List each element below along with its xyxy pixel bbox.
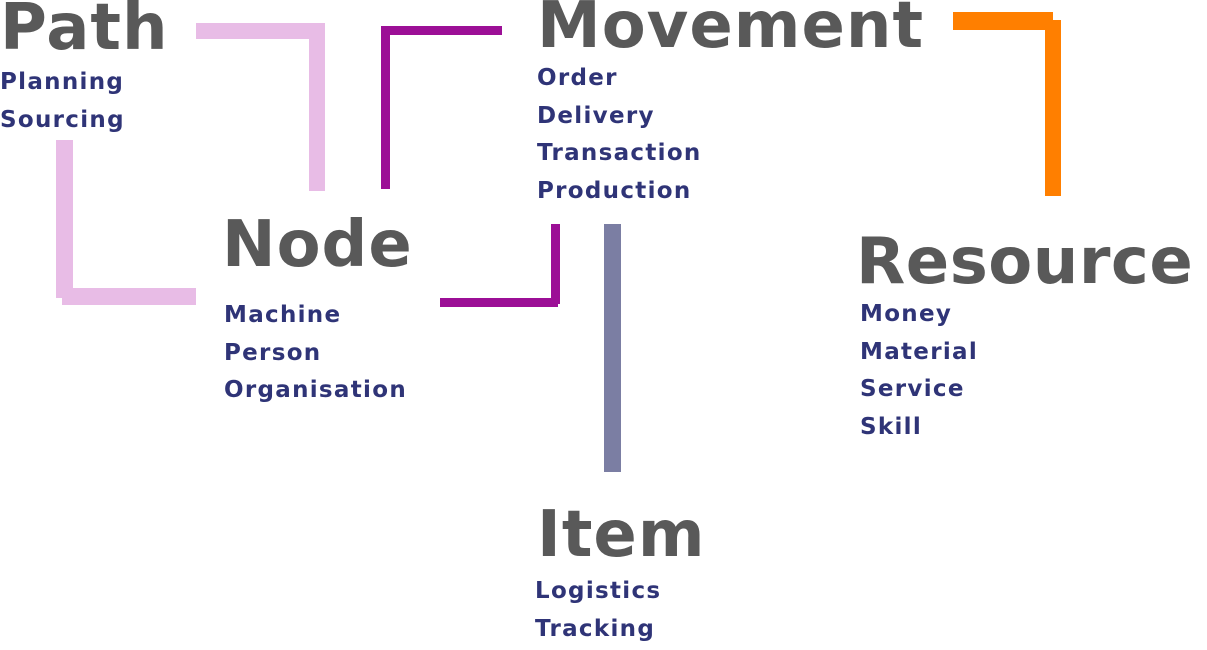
node-item: Order [537,65,618,91]
node-item: Logistics [535,578,662,604]
node-item: Organisation [224,377,408,403]
connector-segment [381,28,390,189]
node-item: Person [224,339,322,366]
node-item: Service [860,376,965,402]
node-path: Path Planning Sourcing [0,0,169,139]
node-item-list: Order Delivery Transaction Production [537,60,924,210]
node-item: Production [537,177,692,204]
node-item: Tracking [535,615,656,642]
node-item: Transaction [537,140,702,166]
connector-segment [440,298,558,307]
node-title: Item [537,498,706,572]
node-item-list: Planning Sourcing [0,64,169,139]
node-item: Sourcing [0,106,125,133]
connector-segment [309,30,325,191]
connector-segment [953,12,1053,30]
node-title: Node [222,208,413,282]
node-item: Material [860,338,979,365]
node-item-list: Logistics Tracking [535,573,706,648]
node-item: Skill [860,413,923,440]
connector-segment [56,140,73,298]
connector-segment [551,224,560,304]
node-item-entity: Item Logistics Tracking [535,498,706,648]
node-movement: Movement Order Delivery Transaction Prod… [537,0,924,210]
node-item: Machine [224,302,342,328]
node-item: Money [860,301,953,327]
node-node: Node Machine Person Organisation [222,213,413,410]
node-title: Resource [856,225,1194,299]
connector-segment [381,26,502,35]
node-title: Path [0,0,169,65]
node-item: Delivery [537,102,655,129]
node-title: Movement [537,0,925,63]
connector-segment [1045,20,1061,196]
node-resource: Resource Money Material Service Skill [856,230,1193,446]
connector-segment [62,288,196,305]
node-item: Planning [0,69,125,95]
connector-segment [196,23,325,39]
connector-segment [604,224,621,472]
node-item-list: Machine Person Organisation [224,297,413,410]
node-item-list: Money Material Service Skill [860,296,1193,446]
